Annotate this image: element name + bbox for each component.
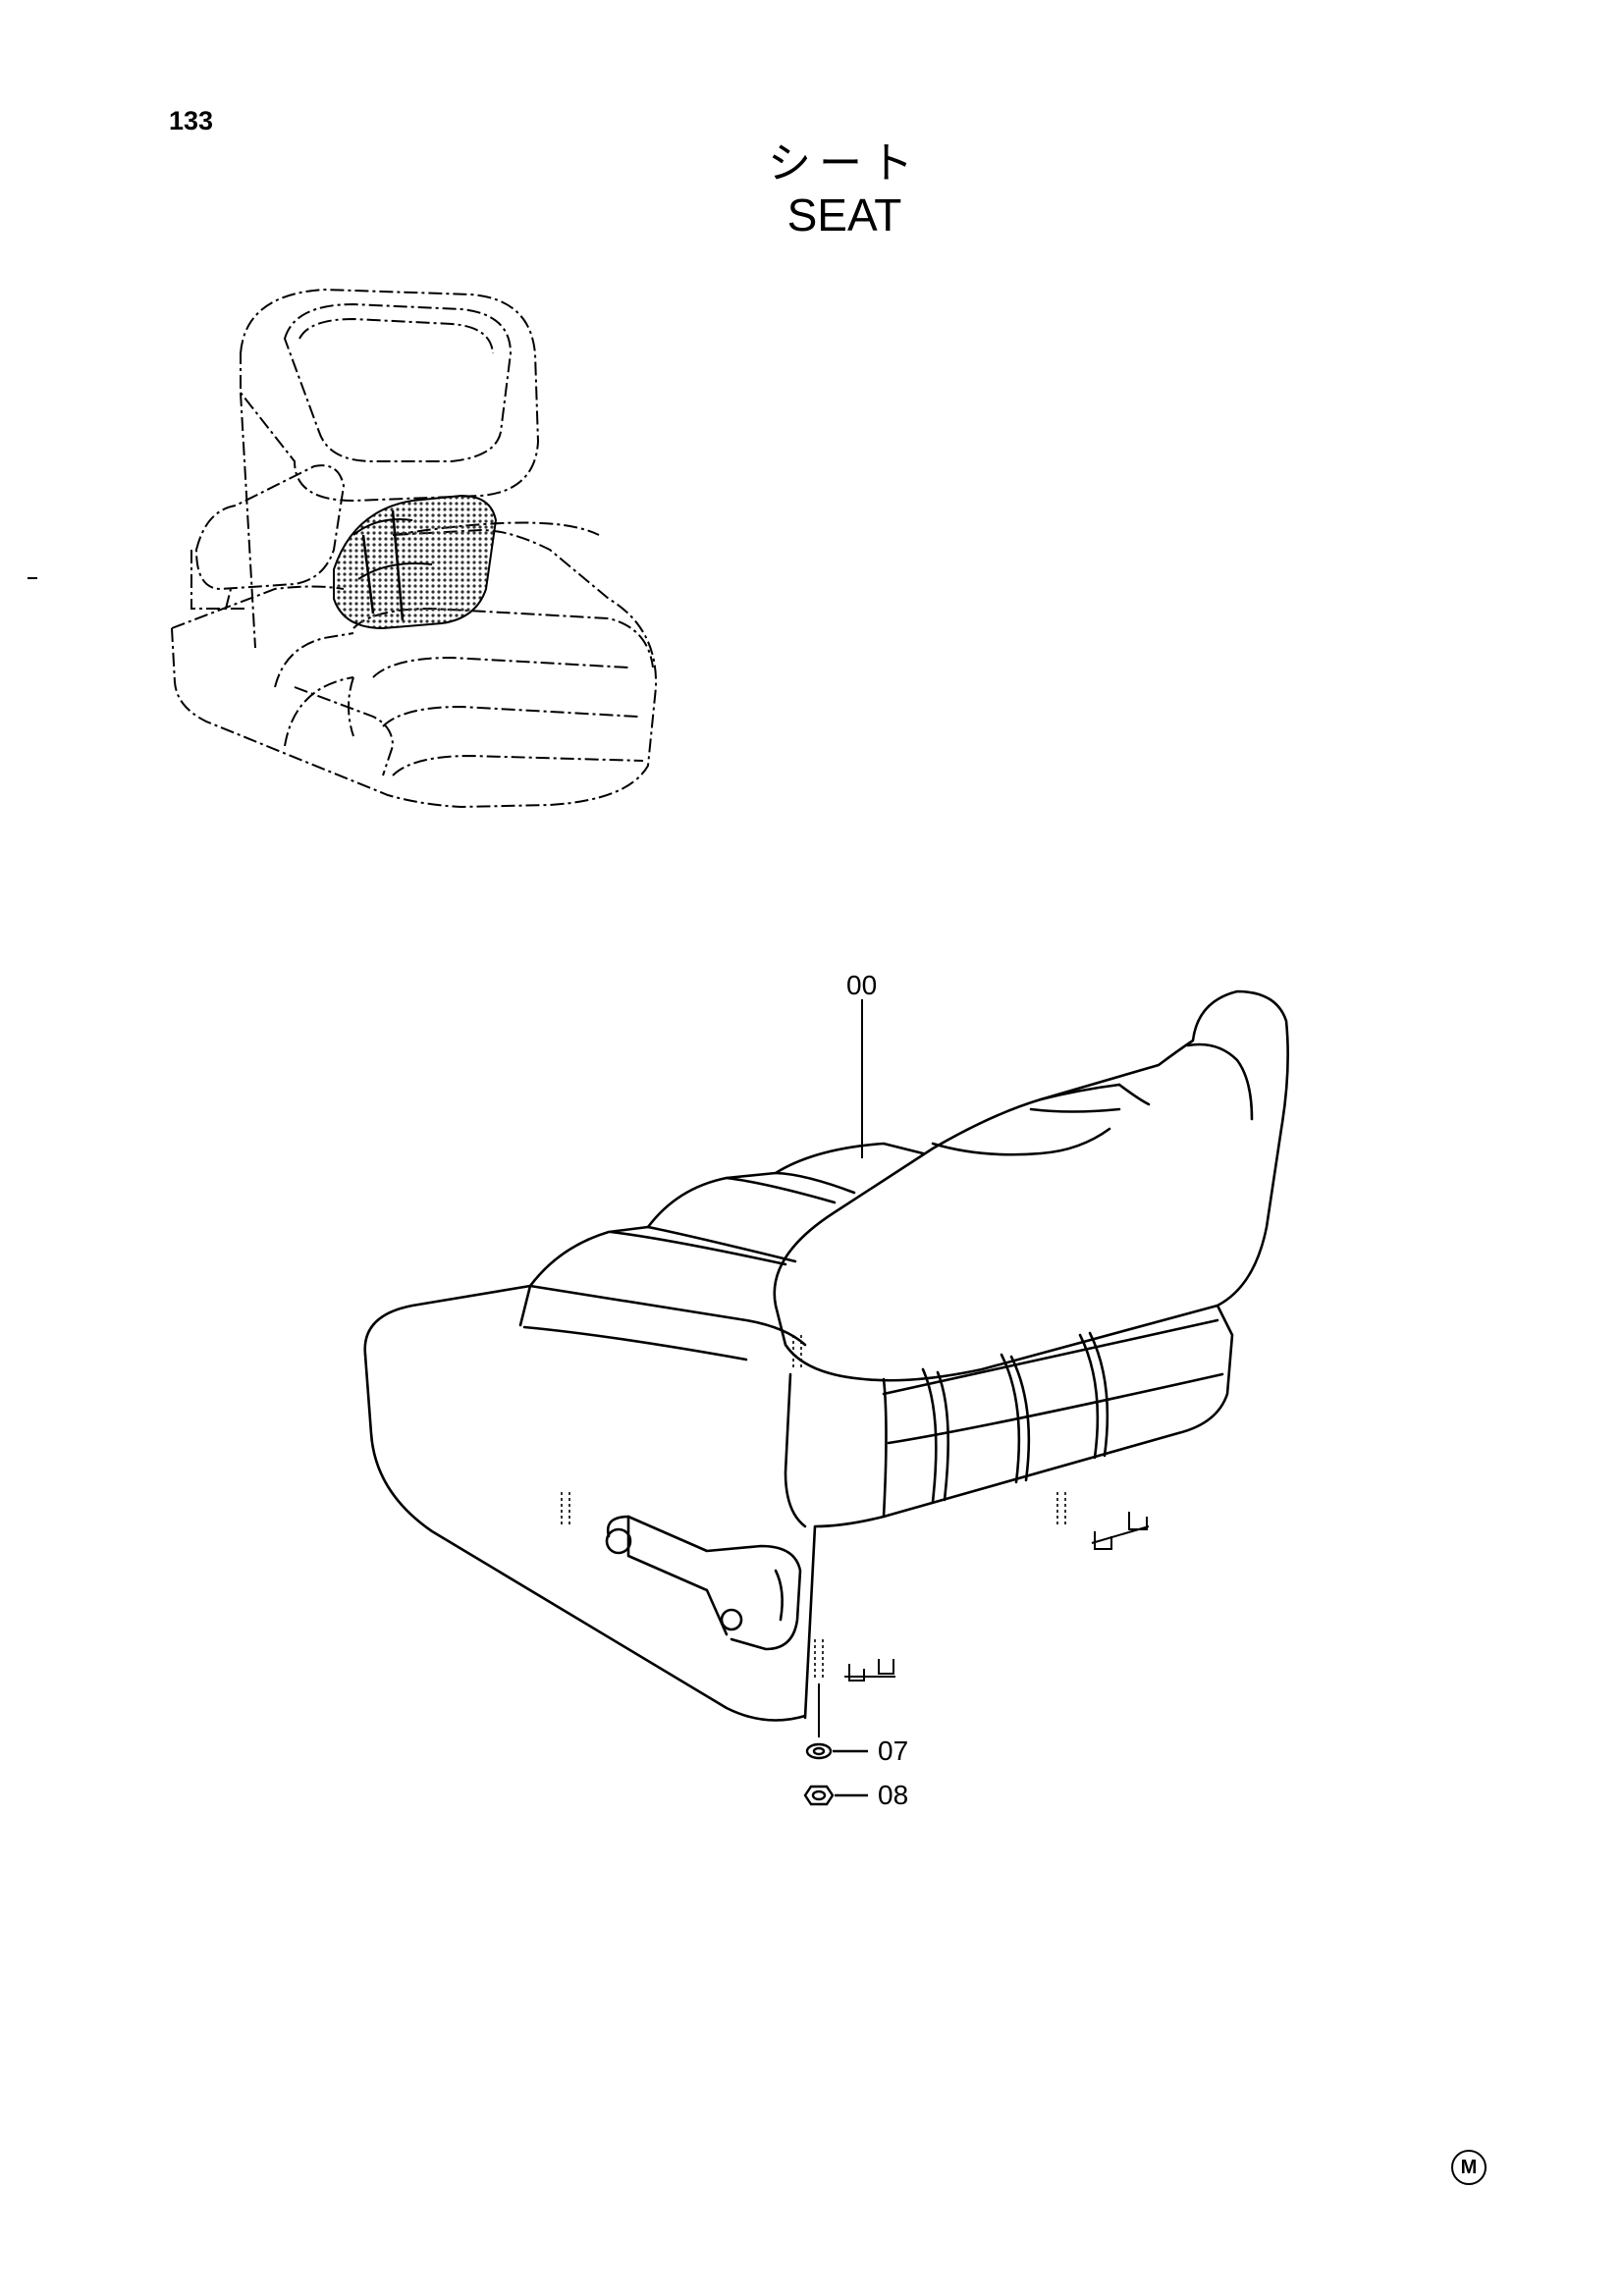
part-label-00: 00 [846, 970, 878, 1000]
washer-icon [805, 1742, 868, 1760]
nut-icon [803, 1785, 868, 1806]
corner-mark: M [1451, 2150, 1487, 2185]
stray-mark [27, 577, 37, 579]
mounting-brackets [844, 1512, 1150, 1682]
highlighted-seat-in-overview [333, 494, 498, 630]
mounting-studs [561, 1335, 1066, 1681]
page-number: 133 [169, 106, 214, 135]
title-english: SEAT [786, 189, 902, 240]
title-japanese: シート [768, 138, 921, 188]
part-label-07: 07 [878, 1735, 909, 1766]
seat-assembly [363, 989, 1289, 1722]
part-label-08: 08 [878, 1780, 909, 1810]
